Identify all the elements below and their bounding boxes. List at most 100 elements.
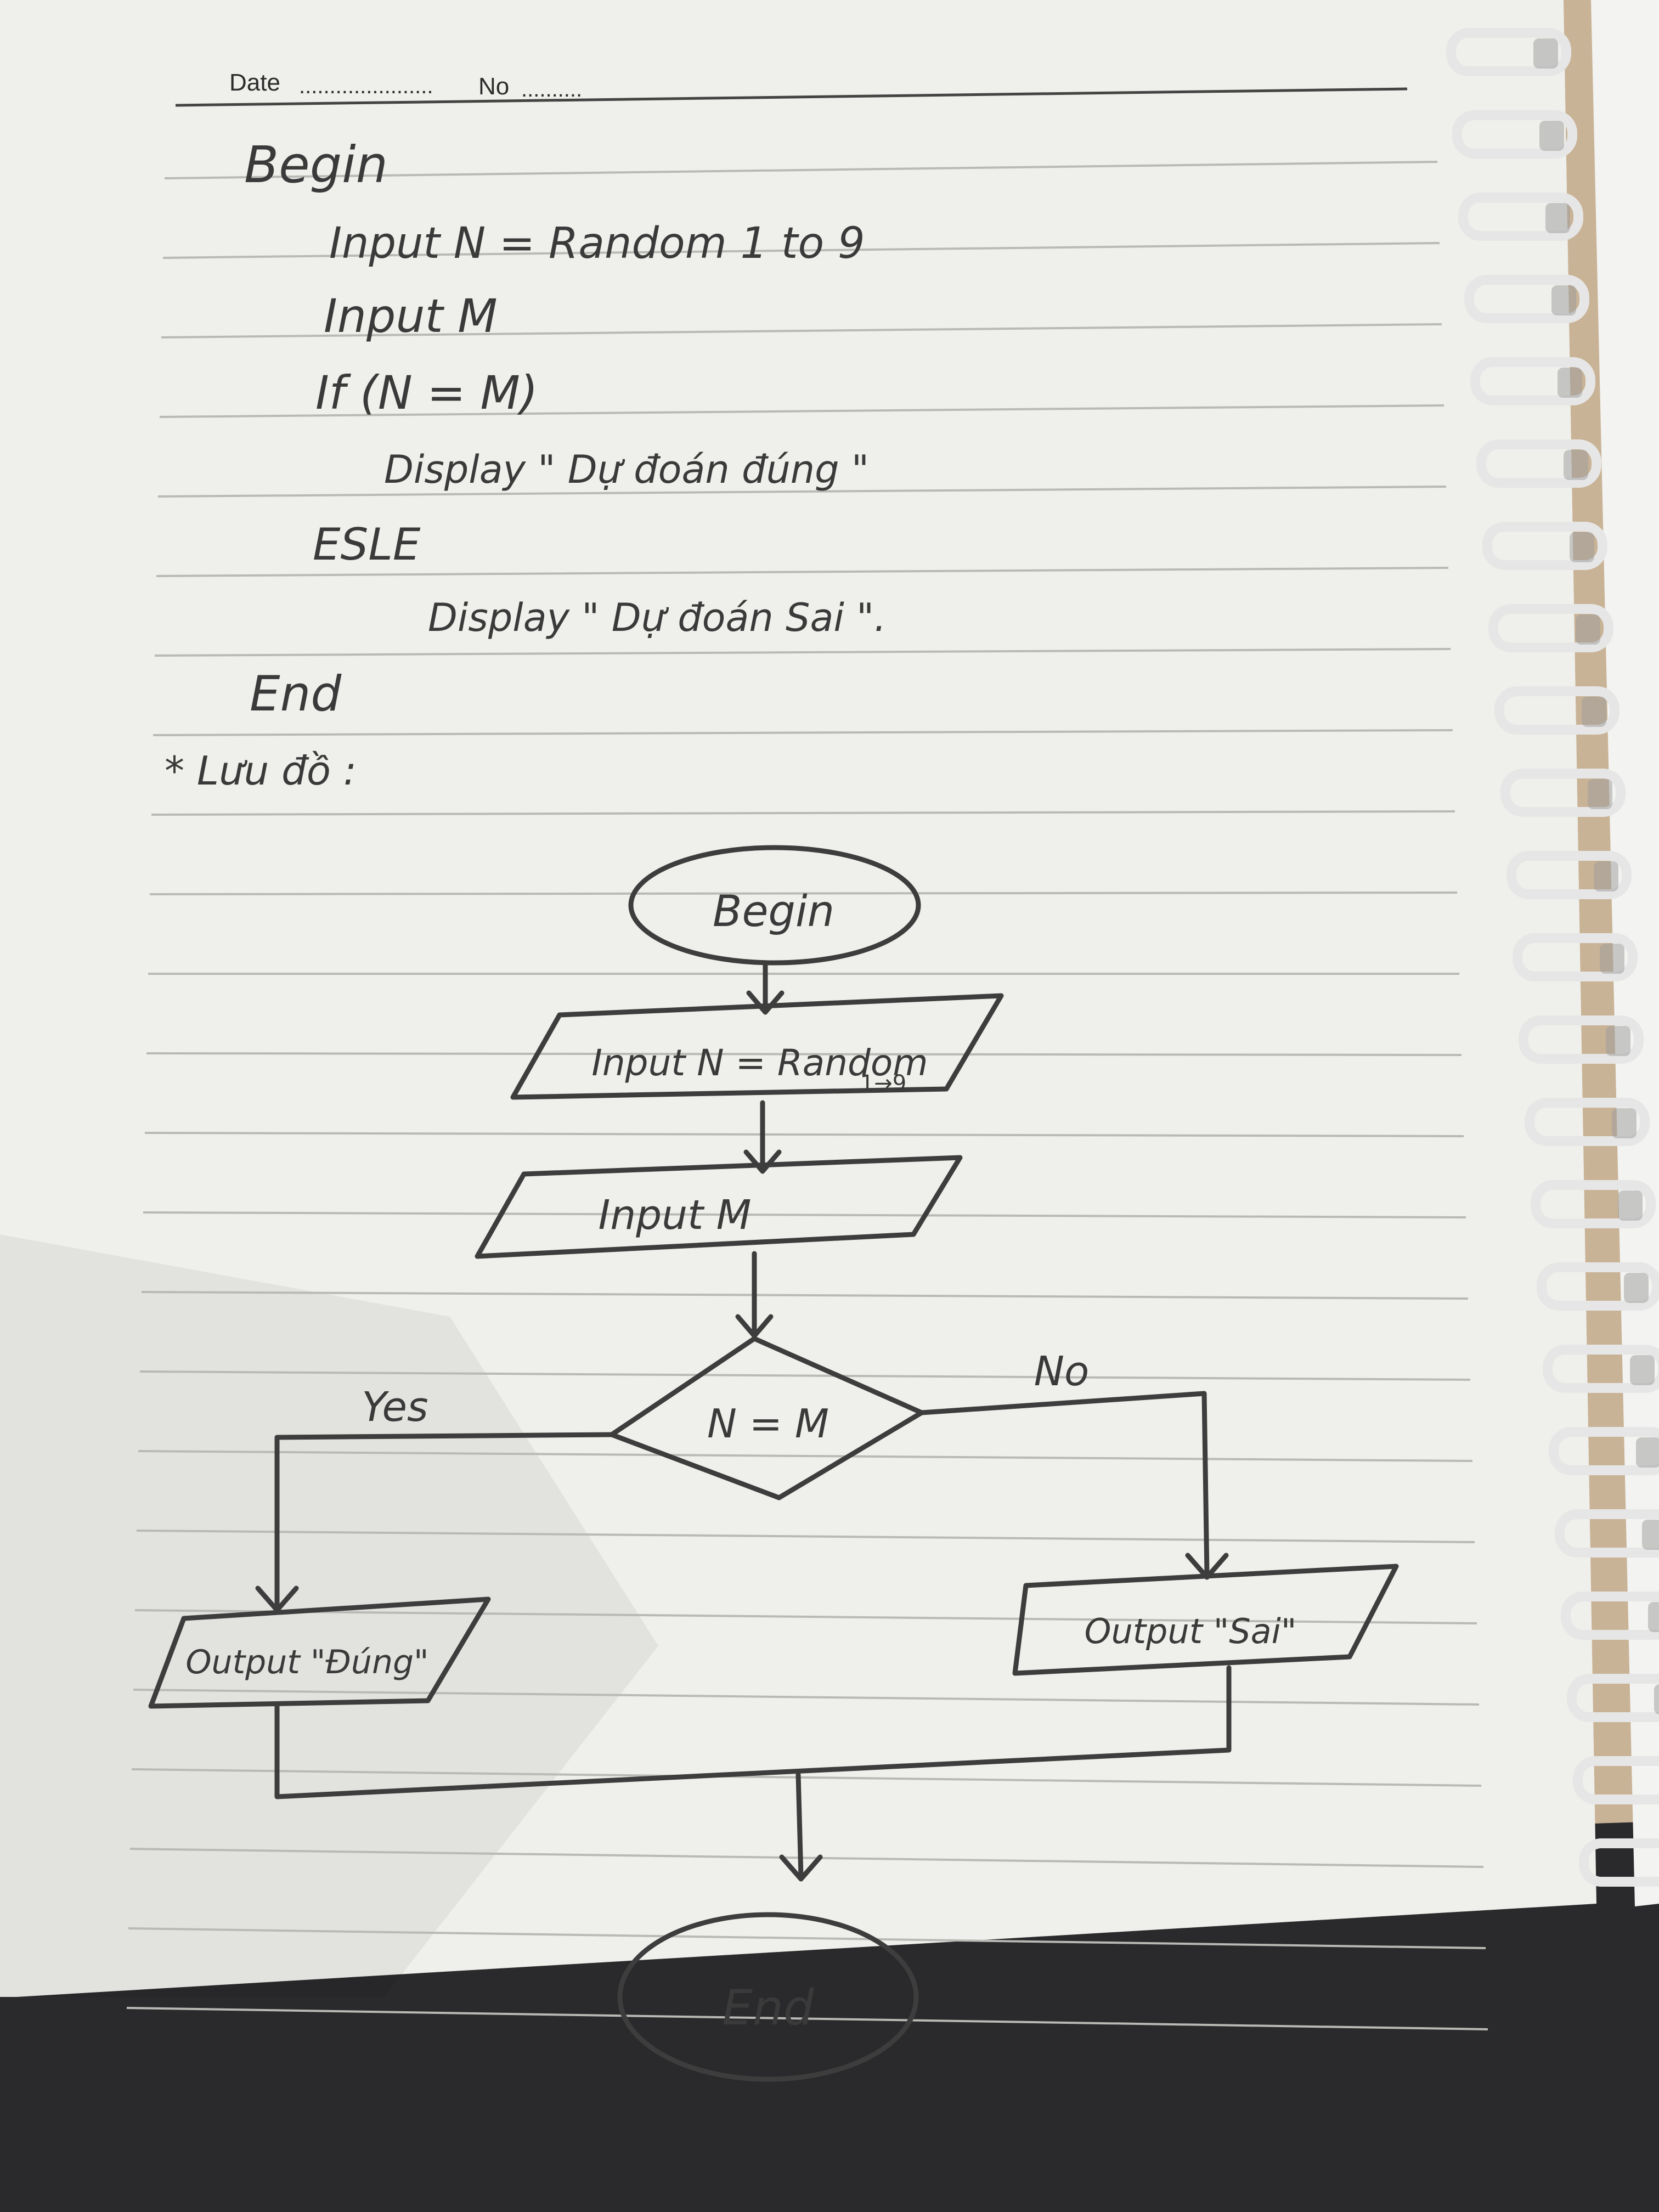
ruled-line <box>134 1609 1477 1624</box>
flow-output-true-label: Output "Đúng" <box>185 1643 428 1681</box>
spiral-ring <box>1519 1015 1644 1064</box>
pseudo-input-n: Input N = Random 1 to 9 <box>329 219 865 268</box>
ruled-line <box>139 1370 1471 1381</box>
pseudo-display-true: Display " Dự đoán đúng " <box>384 447 869 492</box>
pseudo-display-false: Display " Dự đoán Sai ". <box>428 595 887 640</box>
no-label: No <box>478 73 509 100</box>
pseudo-end: End <box>250 665 342 722</box>
arrow-input-n-to-input-m <box>743 1100 782 1174</box>
spiral-ring-shadow <box>1600 944 1624 974</box>
pseudo-input-m: Input M <box>324 289 498 343</box>
spiral-ring-shadow <box>1576 614 1600 645</box>
spiral-ring-shadow <box>1612 1108 1637 1138</box>
spiral-ring-shadow <box>1570 532 1594 562</box>
spiral-ring <box>1446 28 1571 76</box>
notebook-page <box>0 0 1596 1997</box>
spiral-ring-shadow <box>1558 368 1582 398</box>
spiral-ring <box>1464 275 1589 323</box>
spiral-ring <box>1500 769 1626 817</box>
header-rule <box>175 87 1408 107</box>
spiral-ring <box>1513 933 1638 981</box>
ruled-line <box>157 486 1447 498</box>
ruled-line <box>126 2007 1488 2030</box>
ruled-line <box>161 323 1442 338</box>
ruled-line <box>151 810 1455 816</box>
spiral-ring <box>1476 439 1601 488</box>
spiral-ring-shadow <box>1582 697 1606 727</box>
spiral-ring <box>1573 1756 1659 1804</box>
spiral-ring-shadow <box>1564 450 1588 480</box>
spiral-ring <box>1579 1838 1659 1887</box>
spiral-binding <box>1446 28 1659 1887</box>
flow-decision-diamond <box>609 1336 924 1500</box>
ruled-line <box>153 729 1453 736</box>
flow-end-label: End <box>722 1979 814 2036</box>
pseudo-begin: Begin <box>244 136 388 194</box>
flow-input-n-range: 1→9 <box>860 1071 906 1096</box>
spiral-ring-shadow <box>1606 1026 1630 1056</box>
ruled-line <box>141 1291 1469 1300</box>
flow-output-false-box <box>1012 1564 1399 1676</box>
spiral-ring <box>1525 1098 1650 1146</box>
date-label: Date <box>229 69 280 96</box>
ruled-line <box>129 1848 1484 1868</box>
flow-input-n-box <box>510 993 1004 1100</box>
spiral-ring-shadow <box>1539 121 1564 151</box>
flow-input-m-box <box>475 1155 963 1259</box>
flow-begin-label: Begin <box>713 887 834 936</box>
flow-output-true-box <box>148 1596 491 1709</box>
ruled-line <box>146 1052 1462 1056</box>
ruled-line <box>128 1927 1486 1949</box>
date-dots: ...................... <box>299 74 433 98</box>
flow-end-terminator <box>617 1912 919 2082</box>
ruled-line <box>138 1450 1473 1462</box>
spiral-ring-shadow <box>1654 1684 1659 1714</box>
ruled-lines <box>126 161 1488 2030</box>
ruled-line <box>149 891 1458 895</box>
spiral-ring <box>1537 1262 1659 1311</box>
spiral-ring <box>1482 522 1607 570</box>
spiral-ring <box>1567 1674 1659 1722</box>
no-dots: .......... <box>521 77 582 101</box>
flowchart-heading: * Lưu đồ : <box>165 748 357 794</box>
flow-input-m-label: Input M <box>599 1192 752 1239</box>
merge-line <box>274 1665 1232 1799</box>
spiral-ring-shadow <box>1636 1437 1659 1468</box>
ruled-line <box>162 242 1440 259</box>
ruled-line <box>156 567 1449 577</box>
flow-no-label: No <box>1034 1348 1090 1395</box>
spiral-ring-shadow <box>1588 779 1612 809</box>
spiral-ring <box>1494 686 1620 735</box>
flow-input-n-label: Input N = Random <box>591 1042 928 1084</box>
spiral-ring-shadow <box>1618 1190 1643 1221</box>
arrow-merge-to-end <box>779 1772 823 1882</box>
pseudo-else: ESLE <box>313 519 421 570</box>
spiral-ring-shadow <box>1624 1273 1649 1303</box>
ruled-line <box>164 161 1438 179</box>
spiral-ring <box>1470 357 1595 405</box>
flow-decision-label: N = M <box>707 1401 829 1447</box>
ruled-line <box>131 1768 1482 1787</box>
flow-begin-terminator <box>628 845 921 966</box>
spiral-ring-shadow <box>1642 1520 1659 1550</box>
arrow-begin-to-input-n <box>746 960 785 1015</box>
pseudo-if: If (N = M) <box>315 366 538 420</box>
spiral-ring <box>1452 110 1577 159</box>
spiral-ring <box>1458 193 1583 241</box>
spiral-ring <box>1561 1592 1659 1640</box>
spiral-ring-shadow <box>1545 203 1570 233</box>
ruled-line <box>143 1211 1466 1218</box>
spiral-ring <box>1488 604 1613 652</box>
spiral-ring-shadow <box>1594 861 1618 891</box>
flow-output-false-label: Output "Sai" <box>1085 1611 1297 1651</box>
spiral-ring-shadow <box>1533 38 1558 69</box>
page-shadow <box>0 1234 658 1997</box>
ruled-line <box>133 1689 1480 1706</box>
spiral-ring <box>1555 1509 1659 1558</box>
spiral-ring <box>1506 851 1632 899</box>
spiral-ring-shadow <box>1630 1355 1655 1385</box>
spiral-ring-shadow <box>1648 1602 1659 1632</box>
ruled-line <box>154 648 1451 657</box>
spiral-ring <box>1549 1427 1659 1475</box>
spiral-ring <box>1543 1345 1659 1393</box>
